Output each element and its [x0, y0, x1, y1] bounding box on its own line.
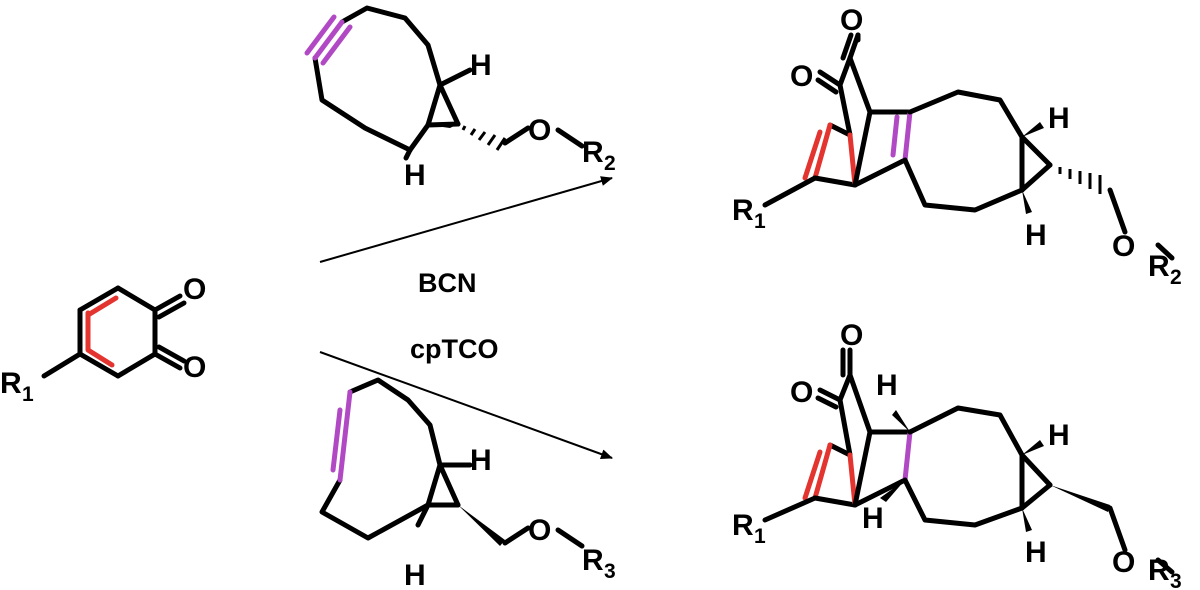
bcn-reagent	[304, 5, 585, 161]
cptco-hydrogen-bottom: H	[404, 559, 426, 590]
bcn-oxygen: O	[528, 114, 551, 147]
bcn-product-r2: R	[1148, 250, 1170, 283]
cptco-r-group: R	[582, 544, 604, 577]
cptco-product-oxygen-top: O	[840, 319, 863, 352]
cptco-product-hydrogen-bottom: H	[1025, 536, 1047, 569]
bcn-product-r1-subscript: 1	[754, 210, 766, 233]
bcn-product-hydrogen-bottom: H	[1025, 219, 1047, 252]
quinone-oxygen-bottom: O	[183, 351, 206, 384]
bcn-product-r1: R	[732, 194, 754, 227]
quinone-oxygen-top: O	[183, 273, 206, 306]
bcn-product-oxygen: O	[1112, 230, 1135, 263]
cptco-oxygen: O	[528, 514, 551, 547]
bcn-hydrogen-top: H	[470, 49, 492, 82]
reagent-label-bottom: cpTCO	[410, 334, 499, 364]
cptco-reagent	[319, 377, 585, 549]
cptco-product-oxygen: O	[1112, 546, 1135, 579]
cptco-product-r1: R	[732, 509, 754, 542]
cptco-product-hydrogen-top: H	[1048, 419, 1070, 452]
quinone-r-group: R	[0, 367, 22, 400]
bcn-r-subscript: 2	[604, 152, 616, 175]
o-quinone-reactant	[41, 285, 187, 379]
cptco-hydrogen-top: H	[470, 444, 492, 477]
cptco-product	[762, 347, 1175, 575]
quinone-r-subscript: 1	[22, 383, 34, 406]
bcn-product-hydrogen-top: H	[1048, 102, 1070, 135]
bcn-product-oxygen-left: O	[790, 60, 813, 93]
reaction-arrow-top	[319, 176, 613, 263]
cptco-product-hydrogen-alpha: H	[876, 369, 898, 402]
cptco-product-r3-subscript: 3	[1170, 570, 1182, 590]
reagent-label-top: BCN	[418, 268, 477, 298]
cptco-product-oxygen-left: O	[790, 376, 813, 409]
cptco-product-hydrogen-beta: H	[862, 502, 884, 535]
bcn-product	[762, 32, 1175, 261]
bcn-product-oxygen-top: O	[840, 4, 863, 37]
cptco-r-subscript: 3	[604, 560, 616, 583]
cptco-product-r1-subscript: 1	[754, 525, 766, 548]
bcn-hydrogen-bottom: H	[404, 159, 426, 192]
reaction-arrow-bottom	[319, 351, 613, 459]
cptco-product-r3: R	[1148, 554, 1170, 587]
bcn-r-group: R	[582, 136, 604, 169]
bcn-product-r2-subscript: 2	[1170, 266, 1182, 289]
